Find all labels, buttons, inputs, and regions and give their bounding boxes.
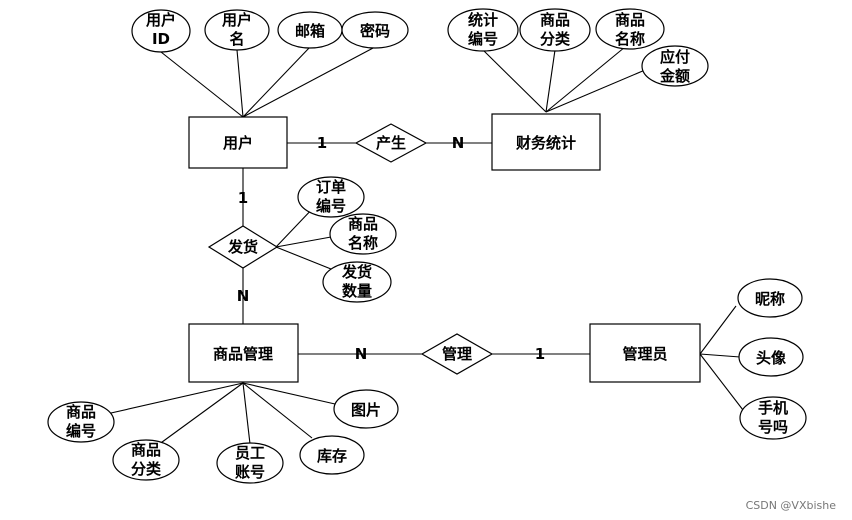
attribute-finance-category-line1: 商品 [540,11,570,29]
attribute-product-category: 商品 分类 [112,439,180,481]
attribute-product-staff-account-line2: 账号 [235,463,265,481]
attribute-finance-category-line2: 分类 [540,30,571,48]
attribute-product-stock: 库存 [299,435,365,475]
attribute-finance-product-name: 商品 名称 [595,8,665,50]
attribute-finance-product-name-line2: 名称 [615,30,645,48]
attribute-product-no-line2: 编号 [66,422,96,440]
entity-admin-label: 管理员 [622,345,667,363]
attribute-user-email-label: 邮箱 [295,22,325,40]
attribute-finance-category: 商品 分类 [519,8,591,52]
attribute-product-staff-account: 员工 账号 [216,442,284,484]
entity-user-label: 用户 [223,134,253,152]
cardinality-manage-admin: 1 [535,345,545,363]
attribute-admin-phone: 手机 号吗 [739,396,807,440]
cardinality-user-ship: 1 [238,189,248,207]
attribute-admin-phone-line2: 号吗 [758,418,788,436]
relationship-manage: 管理 [420,333,494,375]
connector-lines [110,46,744,446]
attribute-product-staff-account-line1: 员工 [235,444,265,462]
attribute-user-email: 邮箱 [277,11,343,49]
attribute-admin-avatar: 头像 [738,337,804,377]
attribute-product-category-line2: 分类 [131,460,162,478]
attribute-product-category-line1: 商品 [131,441,161,459]
cardinality-ship-product: N [237,287,250,305]
attribute-ship-product-name-line2: 名称 [348,234,378,252]
attribute-product-image: 图片 [333,389,399,429]
cardinality-user-produce: 1 [317,134,327,152]
attribute-ship-order-no: 订单 编号 [297,176,365,218]
attribute-user-password: 密码 [341,11,409,49]
entity-finance-label: 财务统计 [516,134,576,152]
attribute-product-no: 商品 编号 [47,401,115,443]
entity-product-mgmt: 商品管理 [188,323,299,383]
relationship-produce-label: 产生 [376,134,406,152]
entity-admin: 管理员 [589,323,701,383]
attribute-ship-product-name-line1: 商品 [348,215,378,233]
attribute-finance-amount: 应付 金额 [641,45,709,87]
attribute-finance-amount-line1: 应付 [660,48,690,66]
attribute-ship-quantity-line1: 发货 [341,263,372,281]
attribute-admin-nickname: 昵称 [737,278,803,318]
attribute-finance-stat-no-line2: 编号 [468,30,498,48]
cardinality-product-manage: N [355,345,368,363]
attribute-ship-order-no-line1: 订单 [316,178,346,196]
attribute-ship-order-no-line2: 编号 [316,197,346,215]
attribute-user-name-line1: 用户 [222,11,252,29]
relationship-produce: 产生 [354,123,428,163]
relationship-manage-label: 管理 [442,345,472,363]
relationship-ship: 发货 [207,225,279,269]
attribute-finance-stat-no-line1: 统计 [468,11,498,29]
attribute-user-id: 用户 ID [131,9,191,53]
attribute-finance-amount-line2: 金额 [659,67,690,85]
relationship-ship-label: 发货 [227,238,258,256]
attribute-admin-avatar-label: 头像 [756,349,787,367]
entity-product-mgmt-label: 商品管理 [213,345,273,363]
attribute-product-image-label: 图片 [351,401,381,419]
attribute-user-password-label: 密码 [360,22,390,40]
entity-user: 用户 [188,116,288,169]
attribute-ship-quantity: 发货 数量 [322,261,392,303]
attribute-ship-product-name: 商品 名称 [329,213,397,255]
attribute-user-id-line2: ID [152,30,170,48]
attribute-product-stock-label: 库存 [317,447,347,465]
cardinality-produce-finance: N [452,134,465,152]
attribute-finance-stat-no: 统计 编号 [447,8,519,52]
watermark-text: CSDN @VXbishe [746,499,837,512]
attribute-admin-nickname-label: 昵称 [755,290,785,308]
entity-finance: 财务统计 [491,113,601,171]
attribute-finance-product-name-line1: 商品 [615,11,645,29]
attribute-product-no-line1: 商品 [66,403,96,421]
attribute-user-id-line1: 用户 [146,11,176,29]
attribute-user-name-line2: 名 [229,30,244,48]
attribute-user-name: 用户 名 [204,9,270,51]
attribute-ship-quantity-line2: 数量 [342,282,372,300]
attribute-admin-phone-line1: 手机 [758,399,788,417]
